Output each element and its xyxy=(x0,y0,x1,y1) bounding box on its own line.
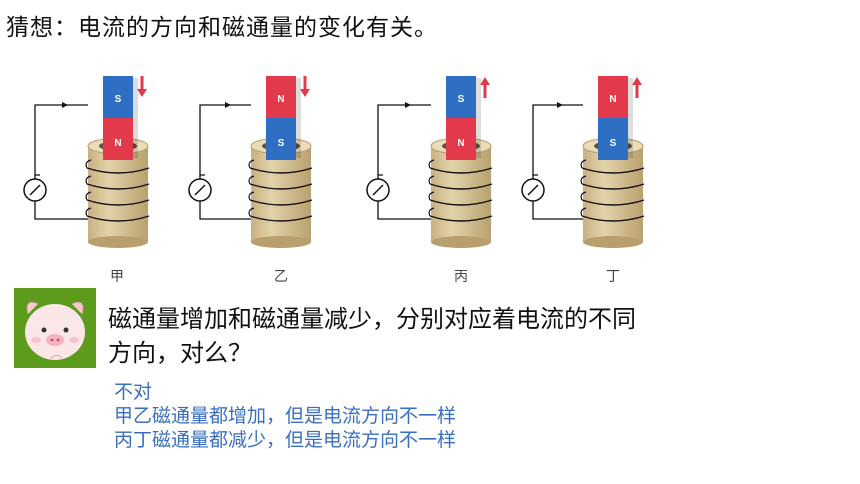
slide-title: 猜想：电流的方向和磁通量的变化有关。 xyxy=(6,15,438,41)
magnet-bottom xyxy=(103,118,133,160)
magnet-bottom xyxy=(598,118,628,160)
arrow-up-icon xyxy=(632,77,642,85)
arrow-down-icon xyxy=(300,89,310,97)
figure-2: NS xyxy=(188,76,313,248)
magnet-bottom xyxy=(446,118,476,160)
magnet-top xyxy=(446,76,476,118)
pole-label-top: N xyxy=(277,94,284,105)
pole-label-top: S xyxy=(115,94,122,105)
caption-bing: 丙 xyxy=(454,269,468,285)
answer-line-2: 甲乙磁通量都增加，但是电流方向不一样 xyxy=(114,405,457,427)
pole-label-bottom: N xyxy=(114,138,121,149)
pole-label-bottom: S xyxy=(278,138,285,149)
figure-3: SN xyxy=(366,76,493,248)
arrow-down-icon xyxy=(137,89,147,97)
magnet-bottom xyxy=(266,118,296,160)
answer-line-3: 丙丁磁通量都减少，但是电流方向不一样 xyxy=(114,429,457,451)
magnet-top xyxy=(598,76,628,118)
caption-yi: 乙 xyxy=(274,269,288,285)
figure-1: SN xyxy=(23,76,150,248)
pole-label-top: N xyxy=(609,94,616,105)
pole-label-bottom: N xyxy=(457,138,464,149)
magnet-top xyxy=(266,76,296,118)
magnet-top xyxy=(103,76,133,118)
figure-4: NS xyxy=(521,76,645,248)
caption-ding: 丁 xyxy=(606,269,620,285)
pole-label-top: S xyxy=(458,94,465,105)
question-text: 磁通量增加和磁通量减少，分别对应着电流的不同方向，对么？ xyxy=(108,305,636,367)
answer-block: 不对 甲乙磁通量都增加，但是电流方向不一样 丙丁磁通量都减少，但是电流方向不一样 xyxy=(114,380,456,452)
answer-line-1: 不对 xyxy=(114,381,153,403)
arrow-up-icon xyxy=(480,77,490,85)
caption-jia: 甲 xyxy=(110,269,124,285)
pole-label-bottom: S xyxy=(610,138,617,149)
pig-avatar-icon xyxy=(14,288,96,368)
